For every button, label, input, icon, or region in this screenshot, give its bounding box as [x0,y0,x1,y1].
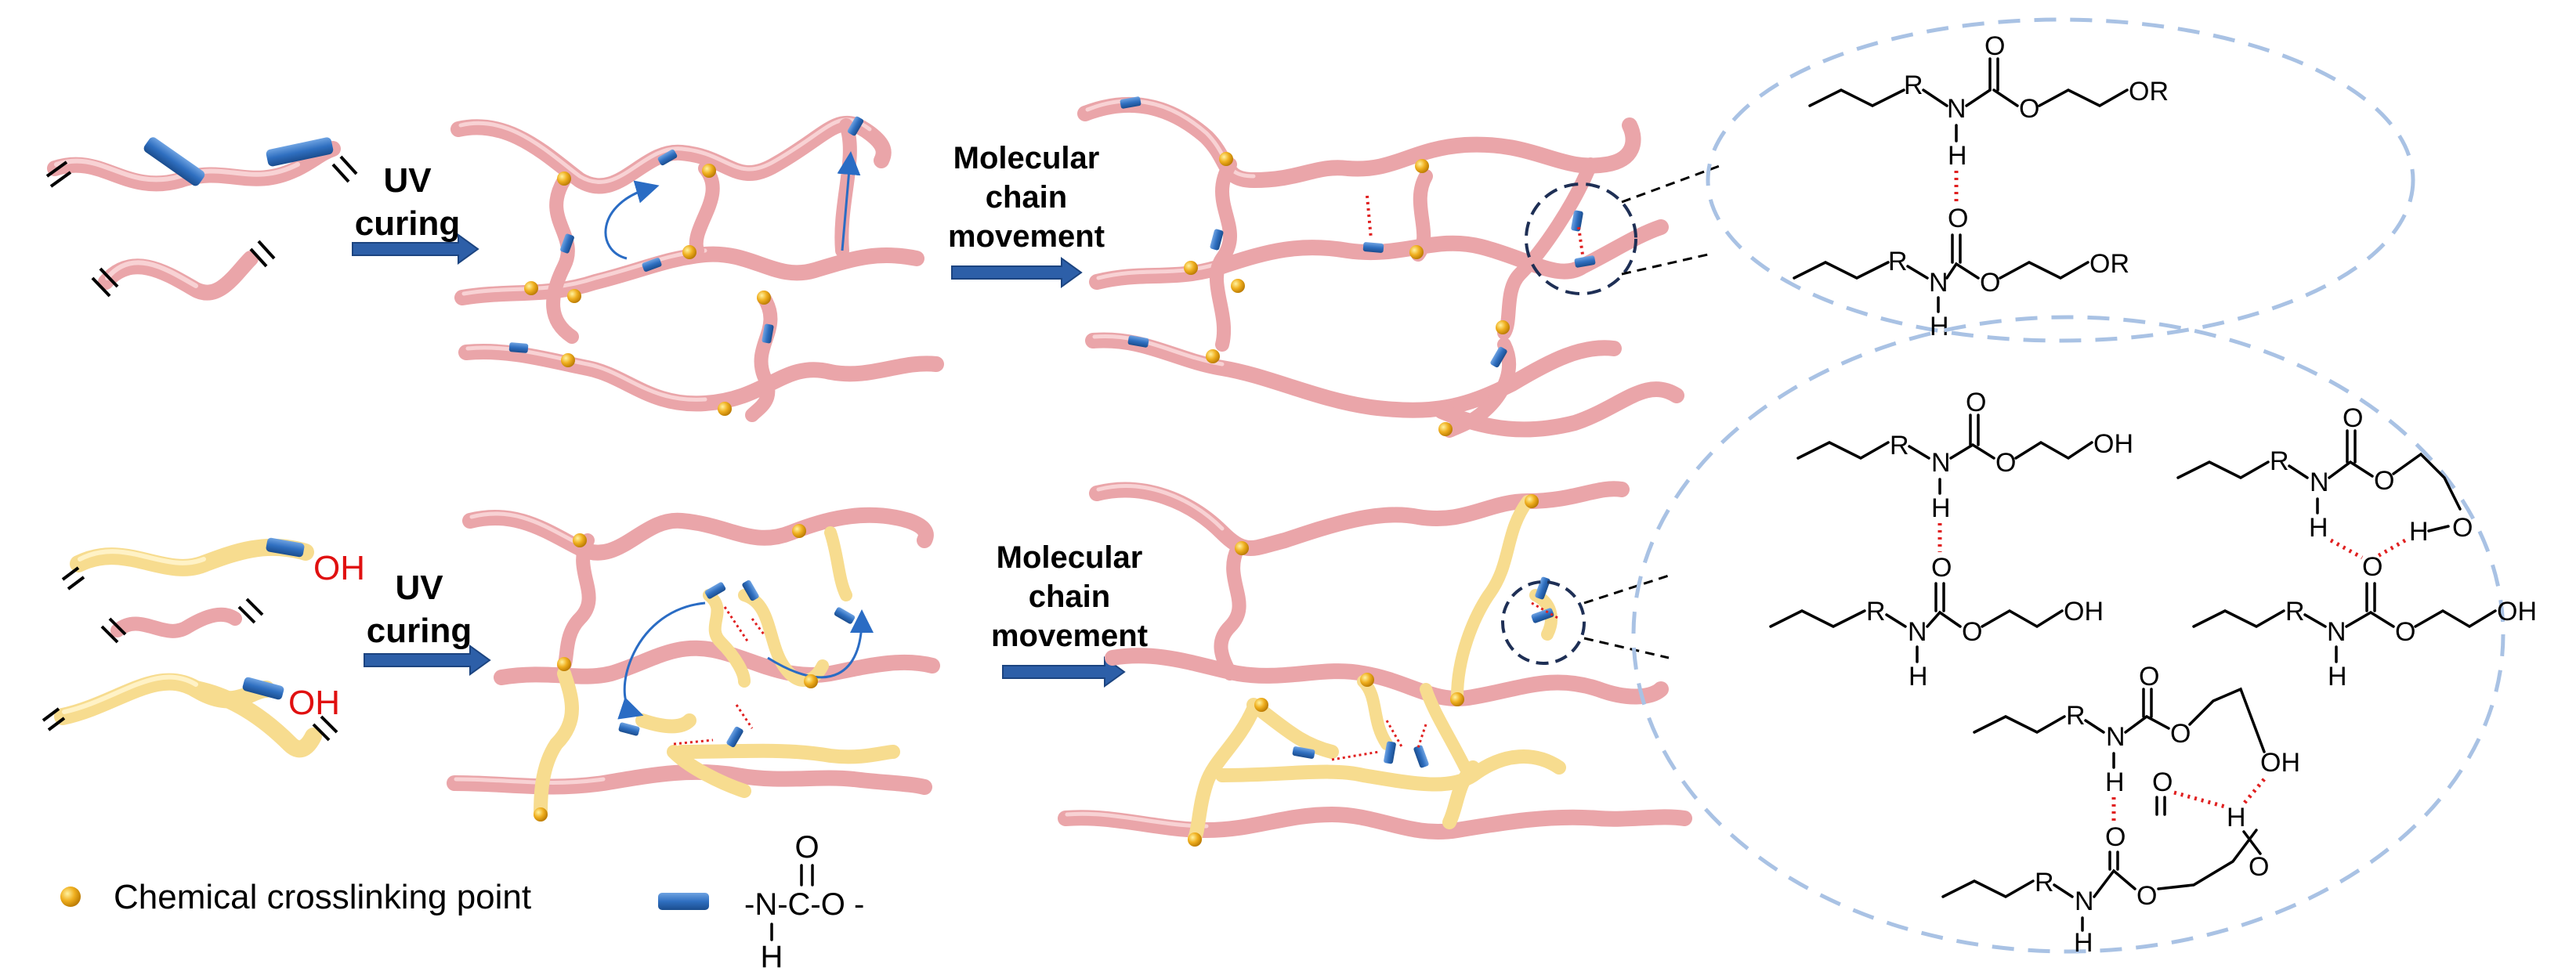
bottom-ellipse-chemistry: R N O O OH H O R N O OH H R [1631,315,2537,958]
network-uv-cured-oh [447,507,940,822]
pa-O-top: O [1966,388,1986,417]
pc-O-top: O [2139,662,2159,692]
mcm2-label-line1: Molecular [997,540,1143,575]
urethane-formula: -N-C-O - [744,887,864,922]
uv-curing-arrow-bottom: UV curing [364,569,491,676]
pc2-O-hydroxyl: O [2249,852,2269,882]
tu-O-carbonyl: O [1984,31,2005,61]
tl-H: H [1930,312,1949,341]
pc-R: R [2066,701,2086,731]
pa2-OH: OH [2064,597,2104,627]
tl-R: R [1888,247,1908,276]
pb-O-ester: O [2374,466,2394,496]
pb-O-hydroxyl: O [2452,513,2473,543]
mcm-label-line2: chain [986,180,1067,215]
pc2-H: H [2074,928,2093,958]
crosslink-point-icon [60,887,81,907]
pc-OH: OH [2260,748,2300,778]
urethane-H: H [761,940,783,974]
pa-OH: OH [2093,429,2133,459]
mcm-label-line1: Molecular [953,141,1100,175]
pb2-O-ester: O [2395,617,2415,647]
tl-O-ester: O [1980,268,2000,298]
pc-hydroxyl-H: H [2227,803,2246,832]
pc-N: N [2106,722,2126,752]
pa2-O-top: O [1931,553,1952,583]
pc-H: H [2105,767,2125,797]
pb2-OH: OH [2497,597,2537,627]
tl-OR: OR [2089,249,2129,279]
pc2-O-carbonyl: O [2105,822,2126,852]
pb-hydroxyl-H: H [2409,517,2429,547]
pair-b: R N O O O H H O R N O OH H [2176,403,2537,692]
top-ellipse-chemistry: R N O O OR H O R N O OR H [1706,17,2415,343]
pb2-O-top: O [2362,552,2382,582]
pc2-R: R [2035,868,2054,897]
uv2-label-line2: curing [367,612,472,650]
top-monomers [45,137,358,301]
urethane-segment-icon [658,893,709,910]
pair-c: R N O O OH H H O O R N O O [1941,662,2300,958]
pc2-O-top: O [2152,767,2173,797]
pa-H: H [1931,493,1951,523]
uv-label-line1: UV [383,161,432,200]
pa-O-ester: O [1995,448,2016,478]
urethane-O-top: O [794,830,819,865]
oh-label-monomer1: OH [313,549,365,587]
oh-label-monomer2: OH [288,684,340,722]
pa2-R: R [1866,597,1886,627]
pair-a: R N O O OH H O R N O OH H [1769,388,2133,692]
pb-O-top: O [2343,403,2363,433]
tu-O-ester: O [2019,94,2039,124]
bottom-monomers: OH OH [42,537,365,758]
pc2-O-ester: O [2136,881,2157,911]
tl-O-carbonyl: O [1948,204,1968,233]
mcm2-label-line3: movement [991,619,1148,653]
pb-N: N [2310,468,2329,497]
mcm-label-line3: movement [948,219,1105,254]
crosslink-label: Chemical crosslinking point [114,878,531,916]
network-after-movement-oh [1058,481,1692,847]
pb2-H: H [2328,662,2347,692]
tu-H: H [1948,141,1967,171]
pb-H: H [2309,513,2328,543]
legend: Chemical crosslinking point O -N-C-O - H [60,830,864,974]
chain-movement-arrow-top: Molecular chain movement [948,141,1105,288]
pb-R: R [2270,446,2289,476]
mcm2-label-line2: chain [1029,580,1110,614]
uv-label-line2: curing [355,204,460,243]
tu-R: R [1904,70,1923,100]
tu-N: N [1947,94,1966,124]
network-uv-cured [450,115,944,422]
pc2-N: N [2075,887,2094,916]
pc-O-ester: O [2170,719,2191,749]
pb2-R: R [2285,597,2305,627]
tl-N: N [1929,268,1948,298]
uv-curing-arrow-top: UV curing [352,161,479,265]
tu-OR: OR [2129,77,2169,107]
pb2-N: N [2327,617,2346,647]
pa-R: R [1890,431,1909,460]
pa-N: N [1931,448,1951,478]
pa2-N: N [1908,617,1927,647]
pa2-H: H [1908,662,1928,692]
pa2-O-ester: O [1962,617,1982,647]
network-after-movement [1077,96,1724,438]
uv2-label-line1: UV [395,569,443,607]
chain-movement-arrow-bottom: Molecular chain movement [991,540,1148,688]
